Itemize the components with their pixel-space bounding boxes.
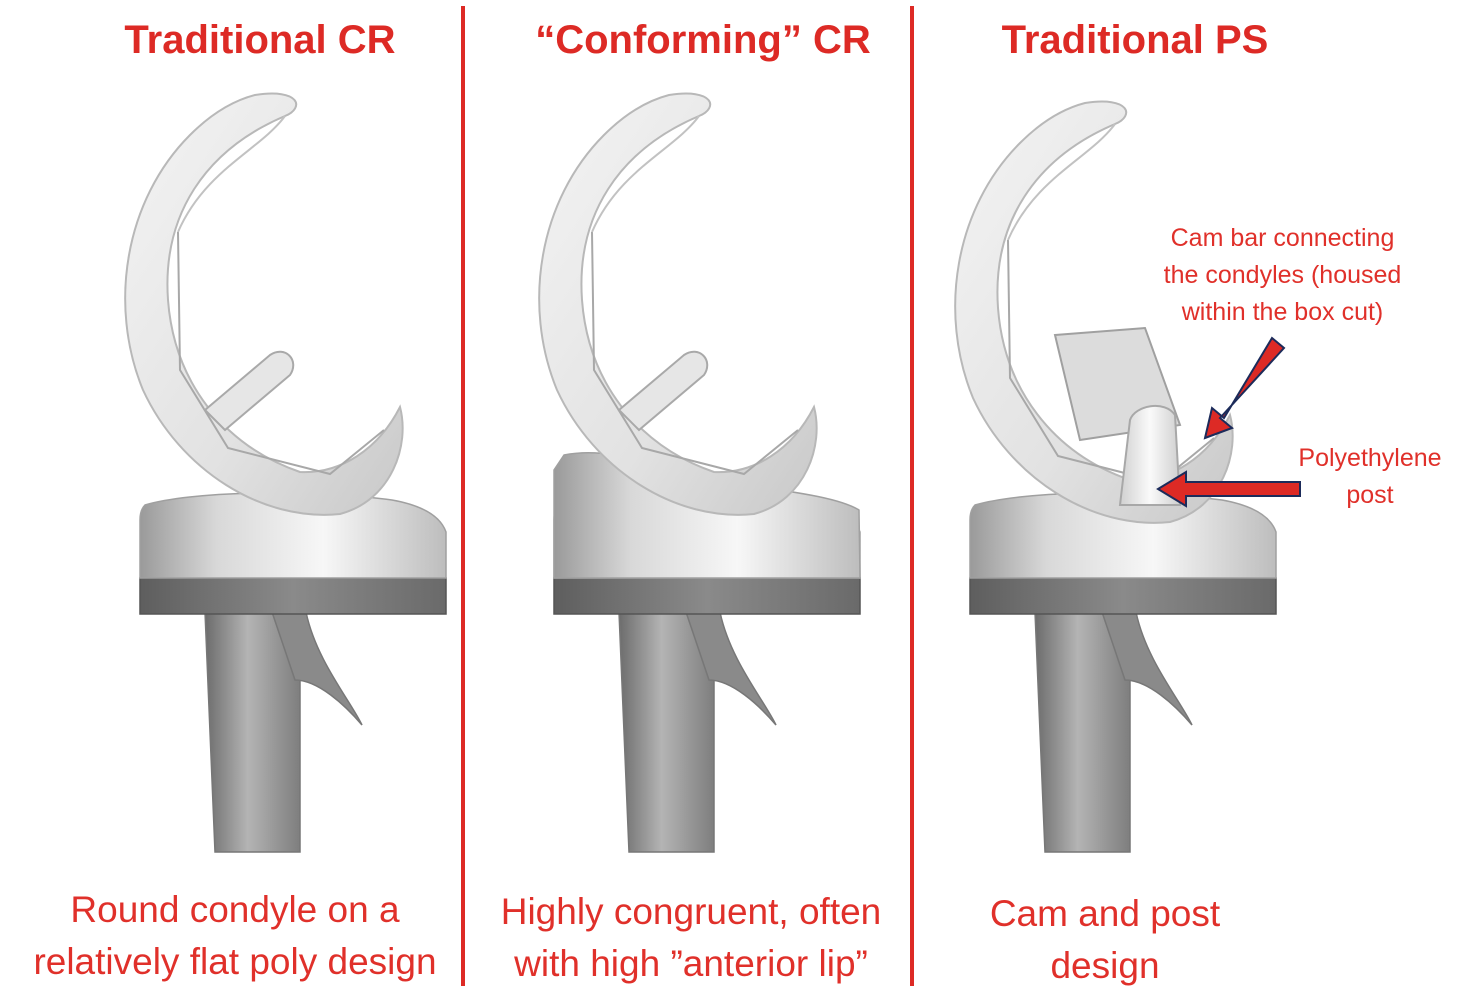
caption-traditional-ps: Cam and post design: [989, 893, 1221, 986]
caption-conforming-cr: Highly congruent, often with high ”anter…: [500, 891, 882, 984]
femoral-component-icon: [124, 92, 404, 516]
traditional-cr-implant: [124, 92, 447, 853]
tibial-tray-icon: [139, 492, 447, 853]
annotation-cam-bar: Cam bar connecting the condyles (housed …: [1163, 224, 1402, 326]
post-arrow: [1156, 470, 1301, 508]
panel-divider-right: [910, 6, 914, 986]
cam-bar-arrow: [1203, 336, 1286, 440]
femoral-component-icon: [538, 92, 818, 516]
panel-title-conforming-cr: “Conforming” CR: [535, 18, 871, 62]
conforming-cr-implant: [538, 92, 861, 853]
tibial-tray-icon: [969, 492, 1277, 853]
caption-traditional-cr: Round condyle on a relatively flat poly …: [33, 889, 437, 982]
arrow-icon: [1203, 336, 1286, 440]
arrow-icon: [1156, 470, 1301, 508]
panel-title-traditional-cr: Traditional CR: [124, 18, 396, 62]
panel-divider-left: [461, 6, 465, 986]
traditional-ps-implant: [954, 100, 1277, 853]
annotation-polyethylene-post: Polyethylene post: [1298, 444, 1442, 509]
panel-title-traditional-ps: Traditional PS: [1001, 18, 1269, 62]
